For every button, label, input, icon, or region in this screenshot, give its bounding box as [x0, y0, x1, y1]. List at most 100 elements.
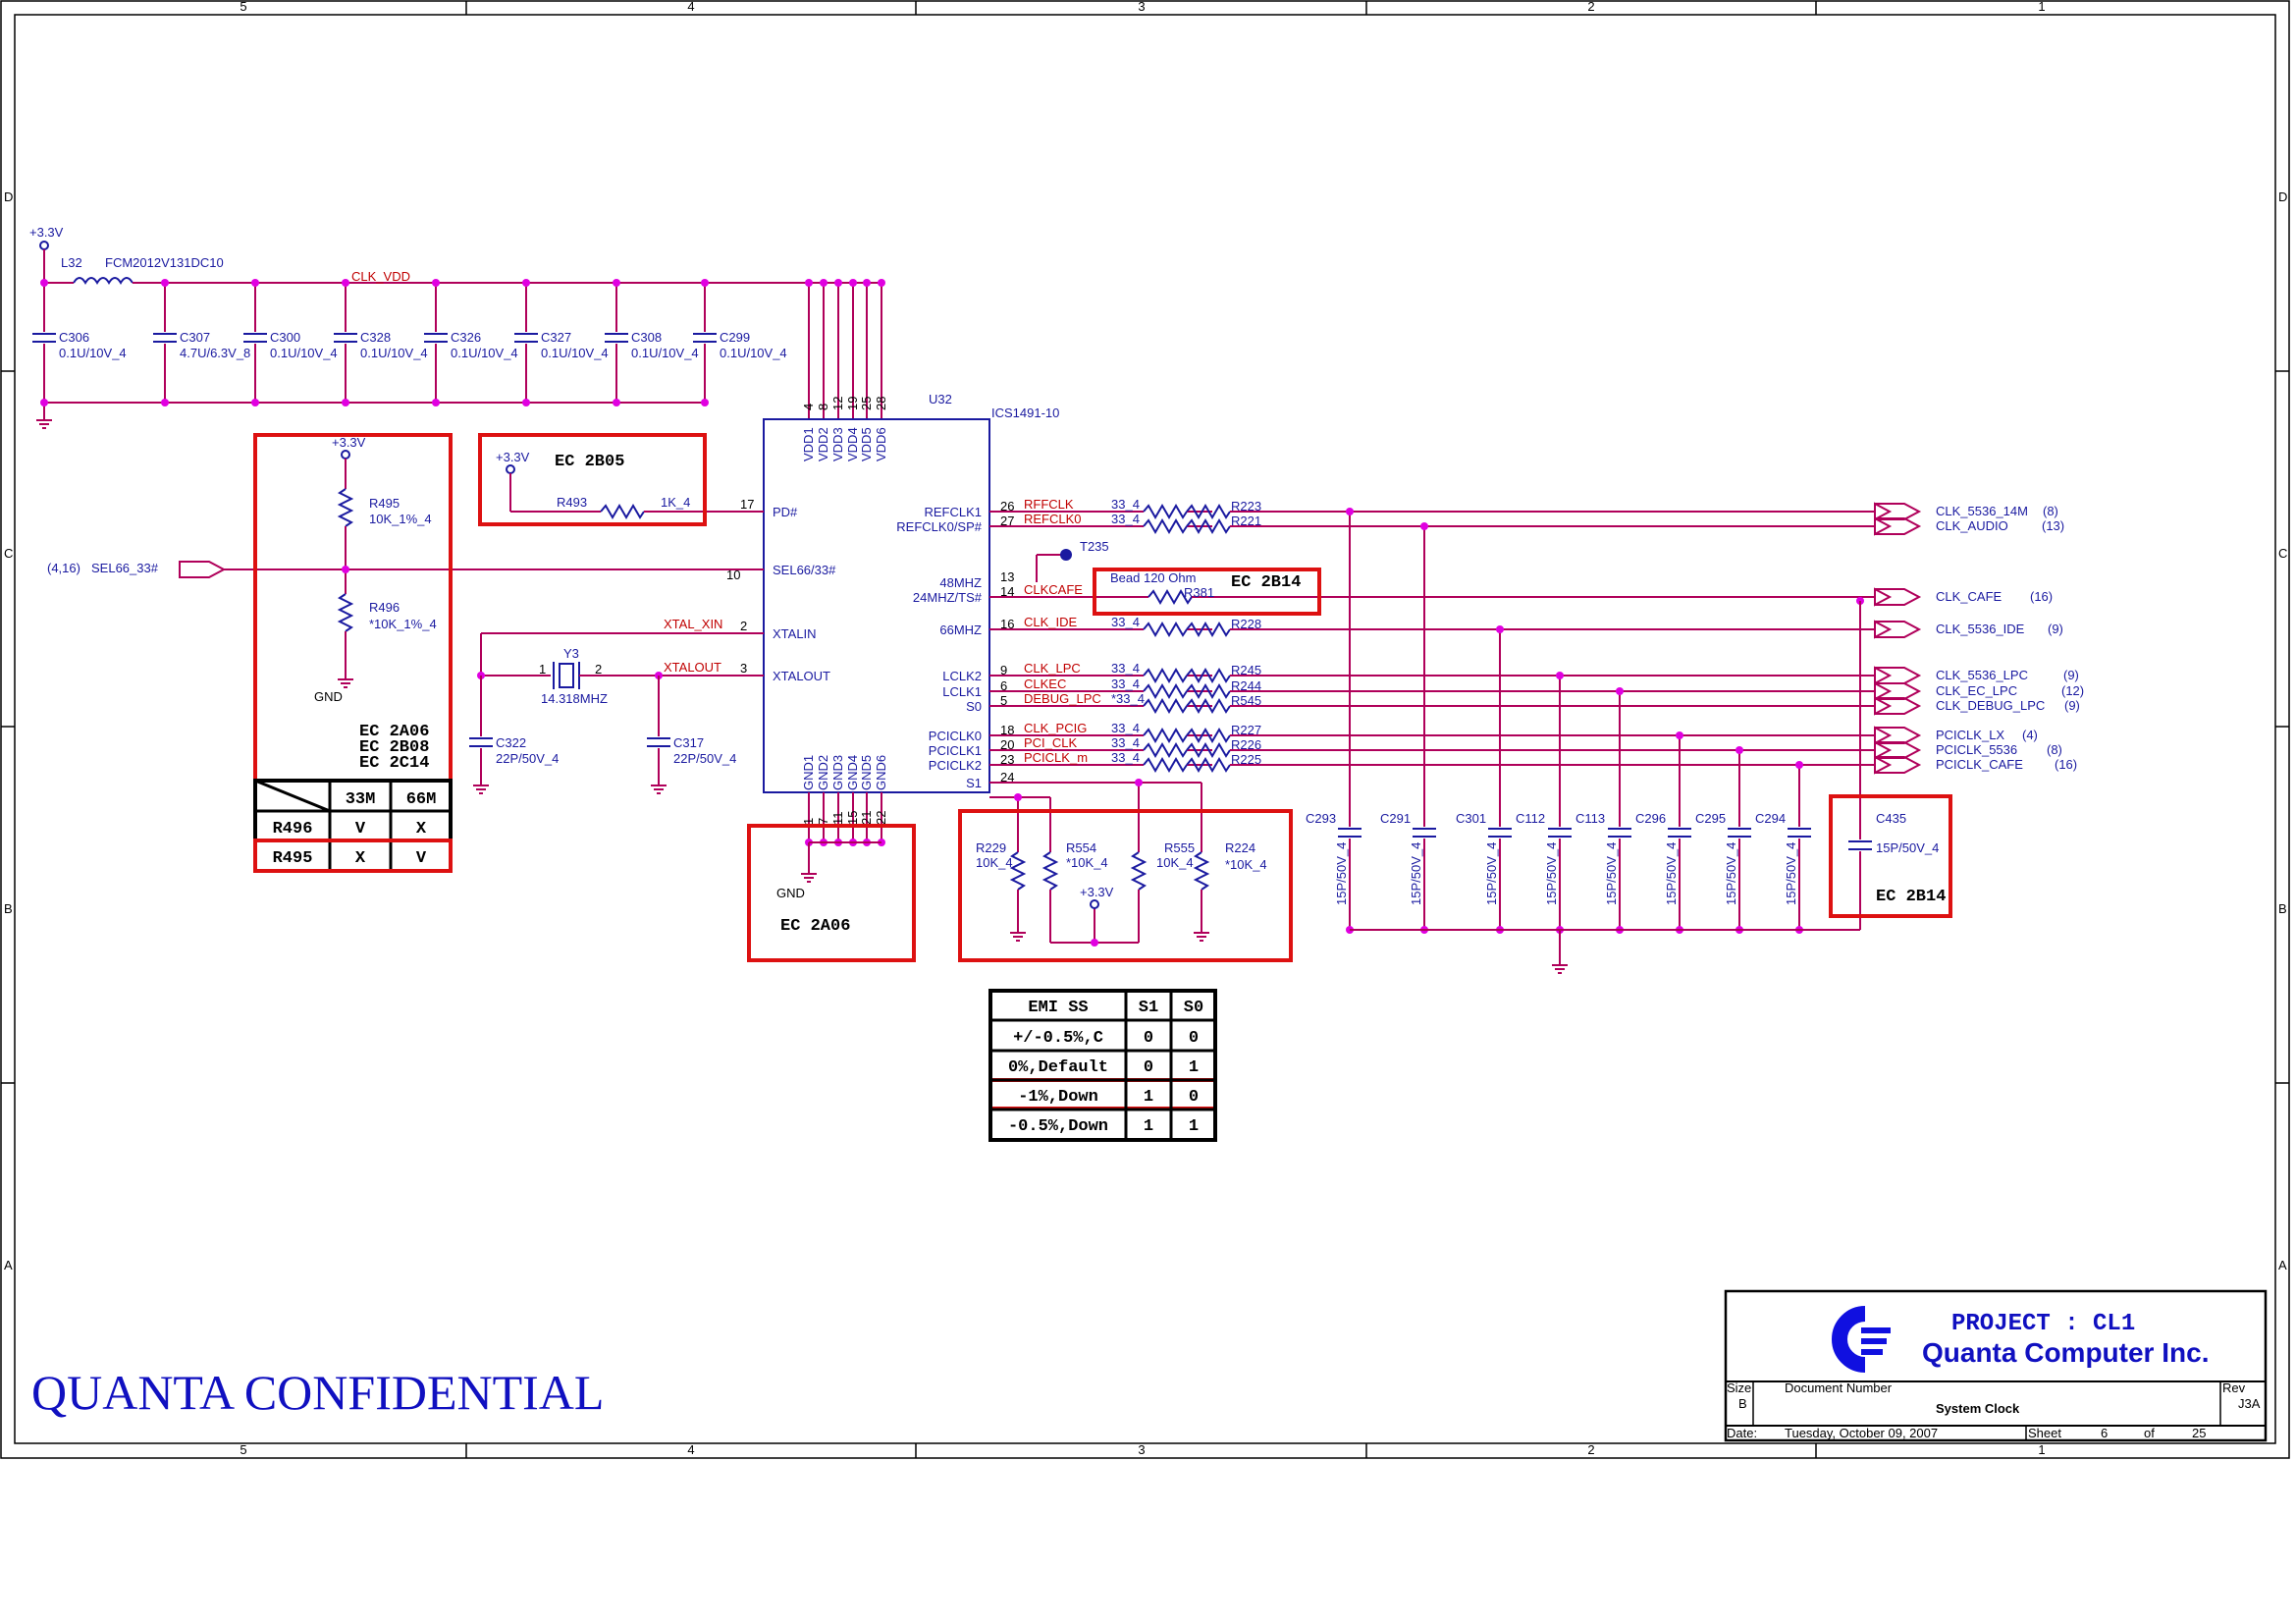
res-val: 33_4	[1111, 677, 1140, 691]
ground-icon	[473, 785, 489, 794]
cap-ref: C308	[631, 330, 662, 345]
r224-ref: R224	[1225, 840, 1255, 855]
sel-section: (4,16) SEL66_33# +3.3V R495 10K_1%_4 R49…	[47, 435, 764, 704]
power-port-icon	[1090, 899, 1099, 909]
cap-ref: C326	[451, 330, 481, 345]
ic-right-pin: S1	[966, 776, 982, 790]
pin-num: 23	[1000, 752, 1014, 767]
xtal-pin: 2	[595, 662, 602, 677]
res-ref: R226	[1231, 737, 1261, 752]
sel-table: 33M 66M R496 V X R495 X V	[253, 779, 453, 873]
ic-right-pin: LCLK2	[942, 669, 982, 683]
size-value: B	[1738, 1396, 1747, 1411]
input-port-icon	[179, 561, 227, 578]
clk-vdd-net: CLK_VDD	[351, 269, 410, 284]
pin-num: 13	[1000, 569, 1014, 584]
ic-ground: GND	[776, 841, 881, 900]
r554-val: *10K_4	[1066, 855, 1108, 870]
vdd-pin: VDD6	[874, 427, 888, 461]
res-val: 33_4	[1111, 661, 1140, 676]
ec-label: EC 2C14	[359, 754, 429, 773]
ground-icon	[338, 678, 353, 688]
junction-dot	[701, 279, 709, 287]
port-page: (4)	[2022, 728, 2038, 742]
sel-cell: X	[355, 849, 366, 868]
sel-cell: X	[416, 820, 427, 839]
junction-dot	[849, 279, 857, 287]
emi-cell: 1	[1144, 1117, 1153, 1136]
resistor-icon	[1130, 851, 1148, 891]
pin-num: 21	[859, 811, 874, 825]
ic-body	[763, 418, 990, 793]
c322-val: 22P/50V_4	[496, 751, 559, 766]
col-label: 5	[240, 1442, 246, 1457]
res-val: 33_4	[1111, 735, 1140, 750]
junction-dot	[701, 399, 709, 406]
resistor-icon	[337, 593, 354, 632]
sheet-value: 6	[2101, 1426, 2108, 1440]
c317-val: 22P/50V_4	[673, 751, 736, 766]
output-port-icon	[1874, 727, 1922, 744]
resistor-icon	[337, 488, 354, 527]
net-label: PCI_CLK	[1024, 735, 1078, 750]
output-port-icon	[1874, 503, 1922, 520]
sheet-total: 25	[2192, 1426, 2206, 1440]
net-label: CLK_IDE	[1024, 615, 1078, 629]
cap-ref: C291	[1380, 811, 1411, 826]
xtal-out-net: XTALOUT	[664, 660, 721, 675]
ec-label: EC 2B14	[1876, 888, 1946, 906]
bead-label: Bead 120 Ohm	[1110, 570, 1196, 585]
emi-cell: +/-0.5%,C	[1013, 1029, 1103, 1048]
pin-num: 11	[830, 812, 845, 826]
gnd-pin: GND5	[859, 755, 874, 790]
emi-cell: -1%,Down	[1018, 1088, 1098, 1107]
junction-dot	[40, 279, 48, 287]
port-name: CLK_EC_LPC	[1936, 683, 2017, 698]
junction-dot	[1420, 522, 1428, 530]
cap-ref: C307	[180, 330, 210, 345]
vdd-pin: VDD1	[801, 427, 816, 461]
rev-label: Rev	[2222, 1380, 2246, 1395]
quanta-logo-icon	[1832, 1306, 1891, 1373]
t235-testpoint: T235 Bead 120 Ohm R381	[1036, 539, 1214, 600]
emi-cell: 0	[1144, 1058, 1153, 1077]
ic-left-pin: XTALOUT	[773, 669, 830, 683]
net-label: PCICLK_m	[1024, 750, 1088, 765]
sel-col: 66M	[406, 790, 437, 809]
cap-val: 15P/50V_4	[1664, 842, 1679, 905]
cap-val: 15P/50V_4	[1784, 842, 1798, 905]
vdd-pin: VDD4	[845, 427, 860, 461]
port-name: CLK_DEBUG_LPC	[1936, 698, 2045, 713]
power-port-icon	[506, 464, 515, 474]
inductor-icon	[73, 277, 133, 285]
strap-section: +3.3V R229 10K_4 R554 *10K_4 R555 10K_4 …	[976, 779, 1267, 947]
crystal-section: XTAL_XIN 1 2 XTALOUT Y3 14.318MHZ C322 2…	[469, 617, 764, 794]
r224-val: *10K_4	[1225, 857, 1267, 872]
ic-right-pin: 66MHZ	[939, 623, 982, 637]
confidential-mark: QUANTA CONFIDENTIAL	[31, 1365, 604, 1420]
cap-val: 15P/50V_4	[1484, 842, 1499, 905]
ic-left-pin: XTALIN	[773, 626, 817, 641]
resistor-icon	[1143, 683, 1188, 699]
resistor-icon	[1186, 757, 1231, 773]
cap-ref: C301	[1456, 811, 1486, 826]
ec-label: EC 2A06	[359, 723, 429, 741]
res-val: 33_4	[1111, 615, 1140, 629]
highlight-strap-box	[958, 809, 1293, 962]
res-ref: R545	[1231, 693, 1261, 708]
port-page: (9)	[2063, 668, 2079, 682]
pin-num: 3	[740, 661, 747, 676]
highlight-bead-box	[1093, 568, 1321, 616]
emi-cell: -0.5%,Down	[1008, 1117, 1108, 1136]
emi-cell: 1	[1144, 1088, 1153, 1107]
vdd-pin: VDD2	[816, 427, 830, 461]
net-label: CLKEC	[1024, 677, 1066, 691]
junction-dot	[1795, 761, 1803, 769]
cap-val: 0.1U/10V_4	[270, 346, 338, 360]
net-label: CLKCAFE	[1024, 582, 1083, 597]
port-page: (16)	[2030, 589, 2053, 604]
gnd-pin: GND6	[874, 755, 888, 790]
r555-val: 10K_4	[1156, 855, 1194, 870]
junction-dot	[1496, 625, 1504, 633]
port-page: (8)	[2043, 504, 2058, 518]
